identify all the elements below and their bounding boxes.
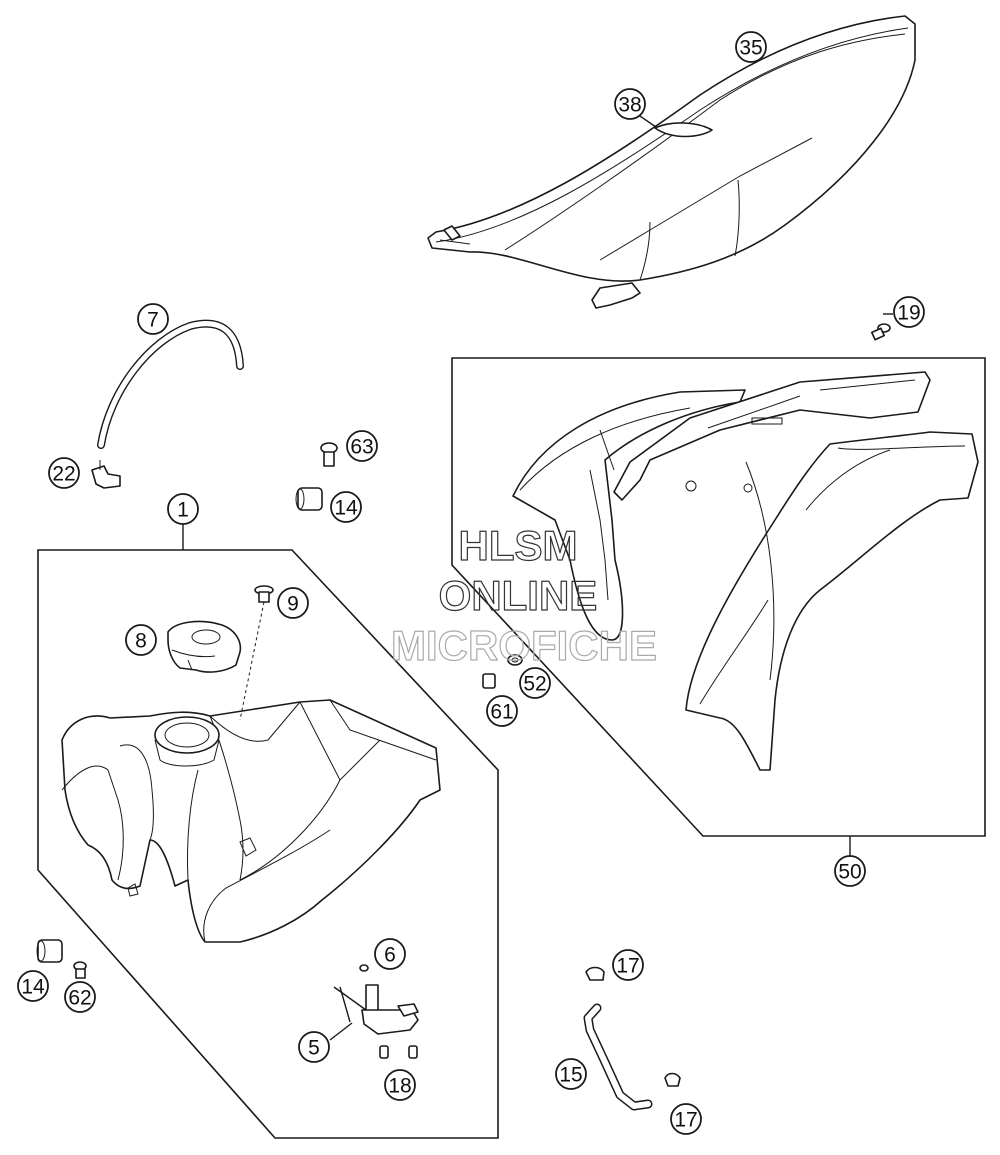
callout-14-top-label: 14 (334, 497, 358, 520)
callout-19-label: 19 (897, 302, 920, 325)
spacer-14-top (295, 487, 323, 511)
bolt-62 (73, 961, 87, 979)
bolt-61 (482, 673, 496, 689)
callout-7-label: 7 (147, 309, 159, 332)
callout-17-top: 17 (612, 949, 644, 981)
callout-50-label: 50 (838, 861, 861, 884)
callout-62: 62 (64, 981, 96, 1013)
callout-14-top: 14 (330, 491, 362, 523)
callout-6-label: 6 (384, 944, 396, 967)
callout-7: 7 (137, 303, 169, 335)
callout-14-bottom: 14 (17, 970, 49, 1002)
left-spoiler (512, 389, 746, 641)
screws-18 (379, 1045, 418, 1059)
callout-35: 35 (735, 31, 767, 63)
callout-22-label: 22 (52, 463, 75, 486)
callout-5-label: 5 (308, 1037, 320, 1060)
callout-17-top-label: 17 (616, 955, 639, 978)
callout-62-label: 62 (68, 987, 91, 1010)
callout-19: 19 (893, 296, 925, 328)
bolt-63 (320, 442, 338, 467)
spoiler-panels-group (451, 357, 986, 858)
fuel-cap (167, 620, 242, 673)
bolt-19 (870, 323, 891, 341)
breather-screw (239, 585, 274, 721)
callout-17-bottom: 17 (670, 1103, 702, 1135)
fuel-tank (61, 699, 441, 943)
callout-18: 18 (384, 1069, 416, 1101)
elbow-fitting (91, 460, 121, 489)
callout-61: 61 (486, 695, 518, 727)
top-spoiler (613, 371, 931, 501)
callout-1-label: 1 (177, 499, 189, 522)
callout-17-bottom-label: 17 (674, 1109, 697, 1132)
watermark-line-2: ONLINE (439, 572, 598, 619)
hose-clamp-top (585, 966, 605, 981)
fuel-line (583, 1003, 653, 1111)
seat (427, 15, 916, 309)
callout-15: 15 (555, 1058, 587, 1090)
callout-18-label: 18 (388, 1075, 411, 1098)
callout-52-label: 52 (523, 673, 546, 696)
watermark-line-1: HLSM (459, 522, 578, 569)
callouts: 35 38 7 19 63 22 14 1 9 8 52 61 50 6 17 … (17, 31, 925, 1135)
callout-63: 63 (346, 430, 378, 462)
fuel-tap (329, 964, 419, 1041)
callout-6: 6 (374, 938, 406, 970)
callout-14-bottom-label: 14 (21, 976, 45, 999)
callout-8-label: 8 (135, 630, 147, 653)
callout-9: 9 (277, 587, 309, 619)
watermark: HLSM ONLINE MICROFICHE (390, 521, 657, 669)
callout-61-label: 61 (490, 701, 513, 724)
callout-38: 38 (614, 88, 646, 120)
watermark-line-3: MICROFICHE (391, 622, 657, 669)
breather-hose (97, 319, 244, 449)
callout-35-label: 35 (739, 37, 762, 60)
callout-9-label: 9 (287, 593, 299, 616)
spacer-14-bottom (36, 939, 63, 963)
right-shroud (685, 431, 979, 771)
hose-clamp-bottom (664, 1072, 681, 1087)
callout-38-label: 38 (618, 94, 641, 117)
callout-50: 50 (834, 855, 866, 887)
callout-8: 8 (125, 624, 157, 656)
callout-52: 52 (519, 667, 551, 699)
fuel-tank-group (37, 524, 499, 1139)
callout-22: 22 (48, 457, 80, 489)
callout-15-label: 15 (559, 1064, 582, 1087)
callout-5: 5 (298, 1031, 330, 1063)
washer-52 (507, 654, 523, 666)
callout-63-label: 63 (350, 436, 373, 459)
callout-1: 1 (167, 493, 199, 525)
